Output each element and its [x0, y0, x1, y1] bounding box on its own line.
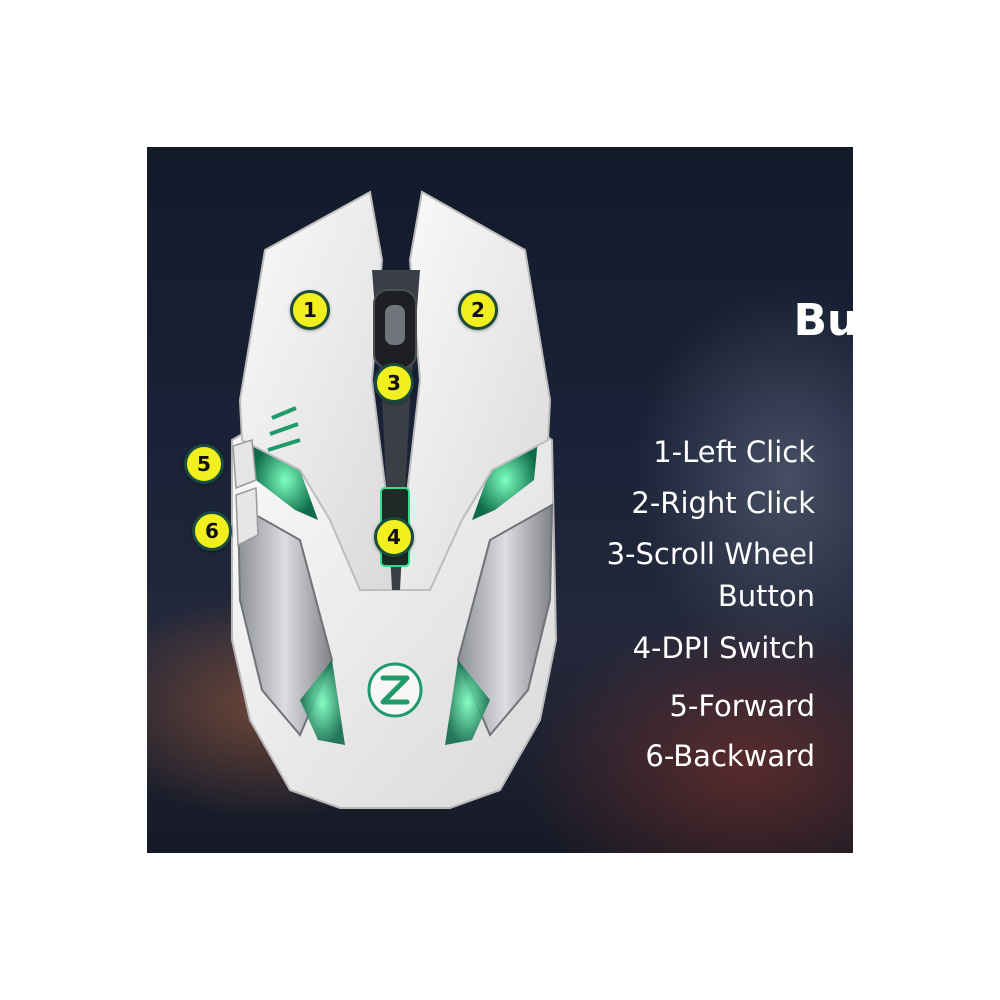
- badge-dpi-switch: 4: [374, 517, 414, 557]
- badge-backward: 6: [192, 511, 232, 551]
- mouse-led-bottom-right: [445, 660, 490, 745]
- badge-left-click: 1: [290, 290, 330, 330]
- button-count-label: Button: [793, 295, 962, 346]
- badge-forward: 5: [184, 444, 224, 484]
- legend-item-right-click: 2-Right Click: [631, 486, 815, 520]
- backward-side-button: [235, 486, 259, 547]
- button-count: 6: [892, 189, 962, 306]
- mouse-side-panel-left: [236, 503, 334, 737]
- legend-item-forward: 5-Forward: [669, 689, 815, 723]
- badge-scroll-wheel: 3: [374, 363, 414, 403]
- legend-item-scroll-wheel-cont: Button: [717, 579, 815, 613]
- mouse-led-right: [472, 440, 538, 520]
- legend-item-scroll-wheel: 3-Scroll Wheel: [606, 537, 815, 571]
- legend-item-left-click: 1-Left Click: [653, 435, 815, 469]
- mouse-side-panel-right: [456, 503, 554, 737]
- brand-logo: [367, 662, 423, 718]
- forward-side-button: [232, 439, 257, 490]
- badge-right-click: 2: [458, 290, 498, 330]
- legend-item-backward: 6-Backward: [645, 739, 815, 773]
- mouse-led-bottom-left: [300, 660, 345, 745]
- legend-item-dpi-switch: 4-DPI Switch: [632, 631, 815, 665]
- mouse-led-left: [252, 440, 318, 520]
